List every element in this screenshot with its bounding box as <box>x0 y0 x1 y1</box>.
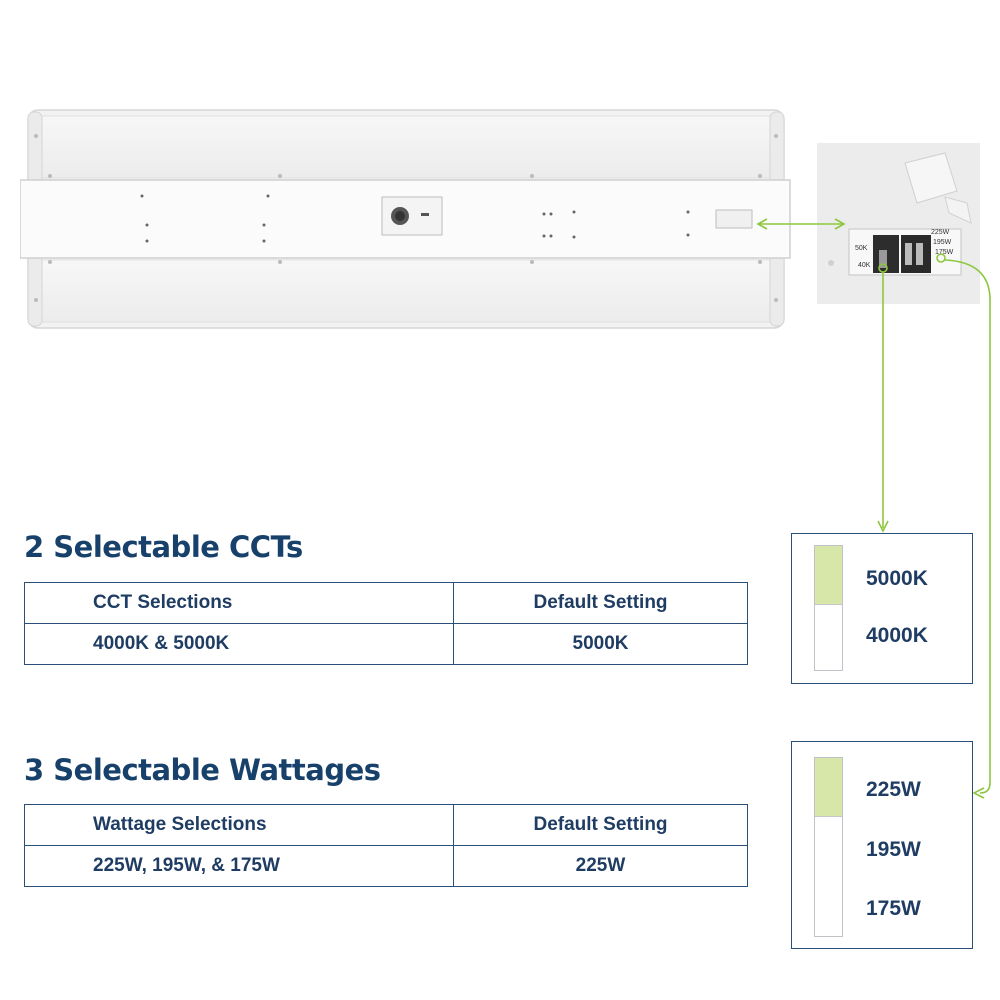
cct-table: CCT Selections Default Setting 4000K & 5… <box>24 582 748 665</box>
cct-switch-selected-fill <box>815 546 842 605</box>
closeup-cct-label: 50K <box>855 245 868 252</box>
fixture-illustration <box>19 109 791 329</box>
wattage-switch-label: 175W <box>866 897 921 920</box>
table-header-cell: Default Setting <box>453 804 748 846</box>
table-cell: 4000K & 5000K <box>24 623 454 665</box>
closeup-wattage-label: 225W <box>931 229 950 236</box>
wattage-table: Wattage Selections Default Setting 225W,… <box>24 804 748 887</box>
table-header-row: CCT Selections Default Setting <box>24 582 748 624</box>
wattage-switch-label: 195W <box>866 838 921 861</box>
table-row: 225W, 195W, & 175W 225W <box>24 845 748 887</box>
table-cell: 225W <box>453 845 748 887</box>
cct-switch-label: 4000K <box>866 624 928 647</box>
fixture-photo <box>19 104 795 334</box>
cct-switch-diagram: 5000K 4000K <box>791 533 973 684</box>
wattage-switch-label: 225W <box>866 778 921 801</box>
table-header-cell: Default Setting <box>453 582 748 624</box>
closeup-wattage-label: 175W <box>935 249 954 256</box>
wattage-switch-track <box>814 757 843 937</box>
table-row: 4000K & 5000K 5000K <box>24 623 748 665</box>
wattage-switch-diagram: 225W 195W 175W <box>791 741 973 949</box>
table-header-cell: Wattage Selections <box>24 804 454 846</box>
table-header-cell: CCT Selections <box>24 582 454 624</box>
table-cell: 225W, 195W, & 175W <box>24 845 454 887</box>
wattage-heading: 3 Selectable Wattages <box>24 753 381 787</box>
closeup-cct-label: 40K <box>858 262 871 269</box>
closeup-wattage-label: 195W <box>933 239 952 246</box>
cct-switch-track <box>814 545 843 671</box>
table-header-row: Wattage Selections Default Setting <box>24 804 748 846</box>
cct-switch-label: 5000K <box>866 567 928 590</box>
wattage-switch-selected-fill <box>815 758 842 817</box>
table-cell: 5000K <box>453 623 748 665</box>
cct-heading: 2 Selectable CCTs <box>24 530 303 564</box>
